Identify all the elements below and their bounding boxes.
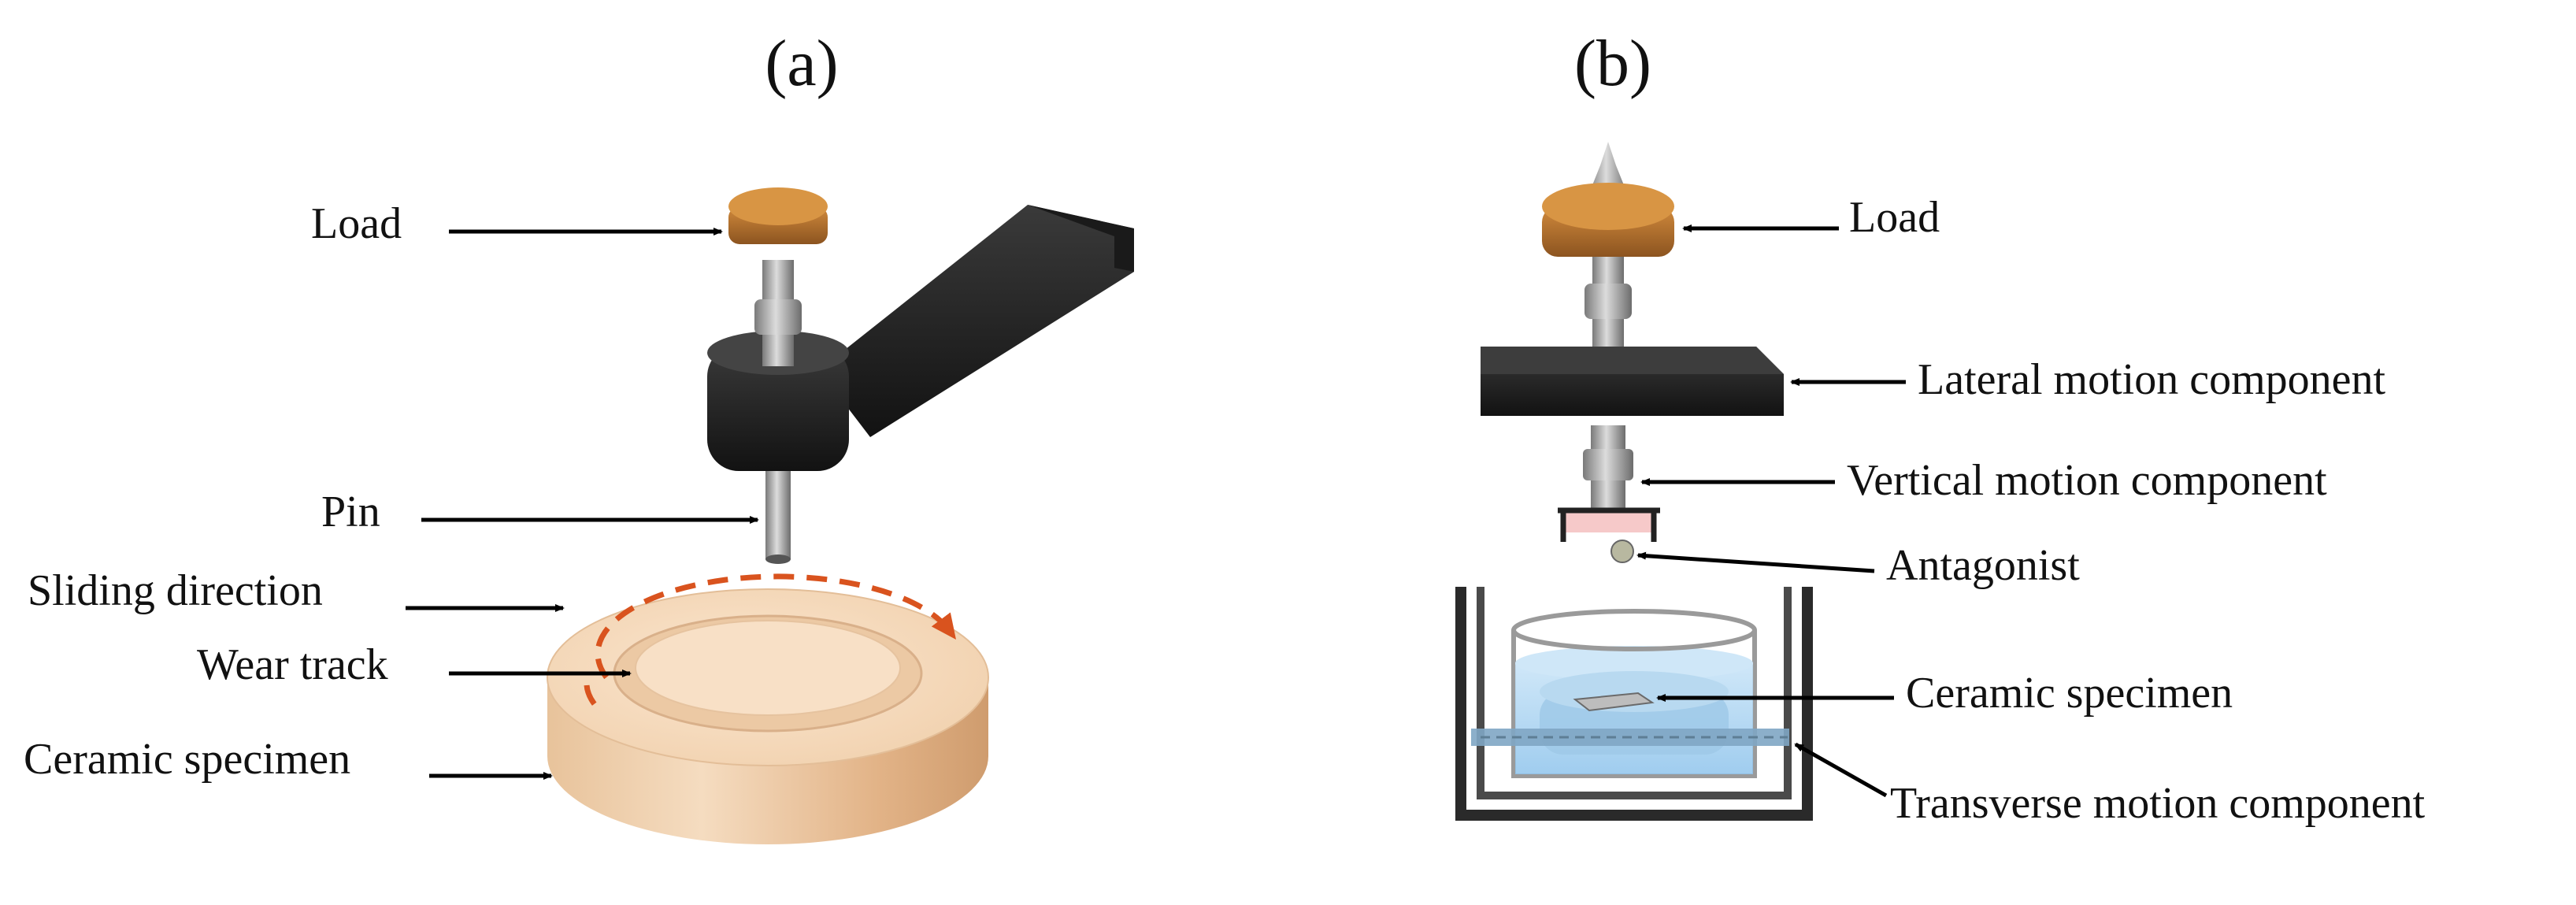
- b-ceramic-specimen-label: Ceramic specimen: [1906, 669, 2233, 718]
- antagonist-holder: [1558, 507, 1660, 542]
- water-beaker: [1471, 609, 1789, 778]
- load-weight-b: [1542, 183, 1674, 257]
- b-antagonist-arrow-icon: [1636, 551, 1875, 573]
- b-vertical-label: Vertical motion component: [1847, 456, 2327, 505]
- ceramic-disc: [547, 573, 989, 844]
- panel-b-label: (b): [1574, 27, 1651, 100]
- transverse-frame: [1455, 587, 1813, 821]
- panel-b-reciprocating: [1455, 142, 1813, 821]
- a-pin-label: Pin: [321, 488, 380, 536]
- b-load-label: Load: [1849, 193, 1940, 242]
- a-wear-track-label: Wear track: [197, 640, 388, 689]
- b-transverse-arrow-icon: [1794, 742, 1888, 798]
- sliding-direction-arrow-icon: [595, 573, 957, 680]
- panel-a-label: (a): [765, 27, 838, 100]
- pin: [765, 471, 791, 559]
- b-transverse-label: Transverse motion component: [1890, 779, 2426, 828]
- b-lateral-label: Lateral motion component: [1918, 355, 2385, 404]
- load-weight-a: [728, 187, 828, 244]
- a-sliding-direction-label: Sliding direction: [28, 566, 323, 615]
- antagonist-ball: [1610, 540, 1634, 563]
- b-antagonist-label: Antagonist: [1886, 541, 2080, 590]
- lateral-motion-bar: [1481, 347, 1784, 416]
- panel-a-pin-on-disc: [547, 187, 1134, 844]
- a-ceramic-specimen-label: Ceramic specimen: [24, 735, 350, 784]
- a-load-label: Load: [311, 199, 402, 248]
